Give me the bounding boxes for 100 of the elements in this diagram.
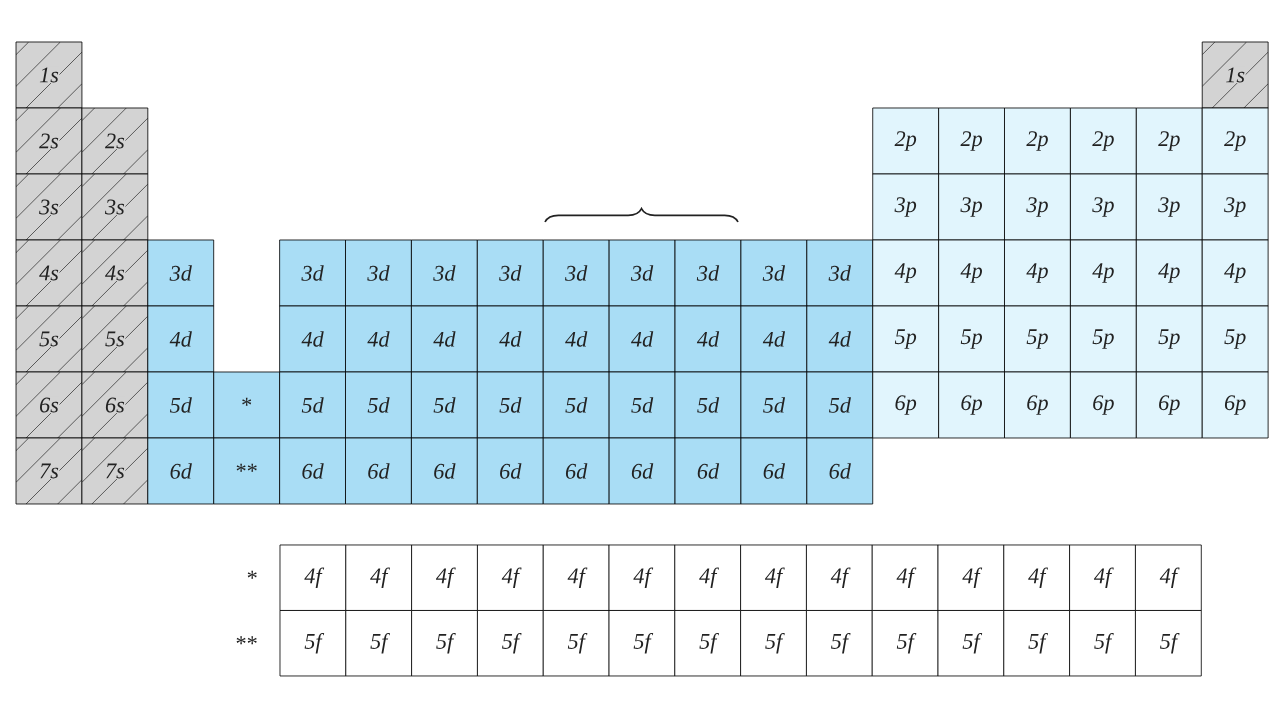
d-block-cell: 3d: [345, 239, 412, 307]
p-block-cell: 4p: [872, 239, 940, 307]
p-block-cell: 2p: [1070, 107, 1137, 175]
s-block-cell: 2s: [15, 107, 83, 175]
s-block-cell: 2s: [81, 107, 149, 175]
d-block-cell: 3d: [674, 239, 742, 307]
f-block-cell: 4f: [1069, 544, 1136, 611]
p-block-cell: 6p: [1004, 371, 1071, 439]
f-block-cell: 4f: [740, 544, 807, 611]
p-block-cell: 5p: [1070, 305, 1137, 373]
p-block-cell: 3p: [872, 173, 940, 241]
d-block-cell: 6d: [740, 437, 808, 505]
d-block-cell: 4d: [740, 305, 808, 373]
p-block-cell: 2p: [1135, 107, 1203, 175]
s-block-cell: 5s: [81, 305, 149, 373]
d-block-cell: 4d: [279, 305, 346, 373]
d-block-cell: 4d: [674, 305, 742, 373]
d-block-cell: 5d: [542, 371, 610, 439]
d-block-cell: 5d: [147, 371, 215, 439]
p-block-cell: 5p: [1135, 305, 1203, 373]
s-block-cell: 7s: [15, 437, 83, 505]
f-block-cell: 5f: [871, 610, 939, 677]
node-label: 5s: [105, 331, 125, 347]
f-block-cell: 4f: [411, 544, 478, 611]
f-block-cell: 4f: [542, 544, 610, 611]
f-block-cell: 5f: [1003, 610, 1071, 677]
p-block-cell: 3p: [1004, 173, 1071, 241]
d-block-cell: 4d: [147, 305, 215, 373]
p-block-cell: 6p: [938, 371, 1005, 439]
s-block-cell: 1s: [15, 41, 83, 109]
d-block-cell: 5d: [279, 371, 346, 439]
p-block-cell: 5p: [1201, 305, 1269, 373]
d-block-cell: 6d: [147, 437, 215, 505]
d-block-cell: 3d: [542, 239, 610, 307]
p-block-cell: 6p: [1135, 371, 1203, 439]
p-block-cell: 6p: [1201, 371, 1269, 439]
f-block-cell: 5f: [806, 610, 873, 677]
p-block-cell: 4p: [1004, 239, 1071, 307]
f-block-cell: 4f: [871, 544, 939, 611]
d-block-cell: 5d: [411, 371, 478, 439]
f-block-cell: 5f: [1135, 610, 1202, 677]
p-block-cell: 3p: [938, 173, 1005, 241]
p-block-cell: 3p: [1201, 173, 1269, 241]
d-block-cell: **: [213, 437, 281, 505]
f-block-cell: 5f: [674, 610, 742, 677]
s-block-cell: 3s: [81, 173, 149, 241]
f-block-cell: 5f: [476, 610, 544, 677]
d-block-cell: 3d: [806, 239, 874, 307]
d-block-cell: 6d: [806, 437, 874, 505]
d-block-cell: 6d: [476, 437, 544, 505]
node-label: 2s: [105, 133, 125, 149]
d-block-cell: 5d: [674, 371, 742, 439]
s-block-cell: 5s: [15, 305, 83, 373]
d-block-cell: 6d: [542, 437, 610, 505]
d-block-cell: 4d: [476, 305, 544, 373]
s-block-cell: 7s: [81, 437, 149, 505]
node-label: 1s: [39, 67, 59, 83]
p-block-cell: 2p: [1201, 107, 1269, 175]
p-block-cell: 5p: [872, 305, 940, 373]
p-block-cell: 3p: [1070, 173, 1137, 241]
d-block-cell: 4d: [411, 305, 478, 373]
d-block-cell: 5d: [806, 371, 874, 439]
f-block-cell: 5f: [542, 610, 610, 677]
node-label: 5s: [39, 331, 59, 347]
f-block-cell: 4f: [937, 544, 1005, 611]
f-block-cell: 5f: [608, 610, 676, 677]
row-marker: **: [236, 636, 257, 645]
f-block-cell: 4f: [1003, 544, 1071, 611]
node-label: 6s: [105, 397, 125, 413]
p-block-cell: 4p: [938, 239, 1005, 307]
p-block-cell: 2p: [1004, 107, 1071, 175]
s-block-cell: 3s: [15, 173, 83, 241]
f-block-cell: 4f: [279, 544, 347, 611]
f-block-cell: 5f: [937, 610, 1005, 677]
s-block-cell: 6s: [15, 371, 83, 439]
d-block-cell: 3d: [279, 239, 346, 307]
node-label: 3s: [39, 199, 59, 215]
p-block-cell: 2p: [938, 107, 1005, 175]
f-block-cell: 4f: [345, 544, 413, 611]
node-label: 7s: [40, 463, 59, 479]
p-block-cell: 4p: [1135, 239, 1203, 307]
d-block-cell: 6d: [674, 437, 742, 505]
d-block-cell: 5d: [476, 371, 544, 439]
row-marker: *: [247, 570, 257, 579]
d-block-cell: 3d: [740, 239, 808, 307]
node-label: 4s: [105, 265, 125, 281]
p-block-cell: 5p: [1004, 305, 1071, 373]
p-block-cell: 3p: [1135, 173, 1203, 241]
d-block-cell: 4d: [608, 305, 676, 373]
f-block-cell: 4f: [608, 544, 676, 611]
f-block-cell: 5f: [345, 610, 413, 677]
s-block-cell: 6s: [81, 371, 149, 439]
node-label: 2s: [39, 133, 59, 149]
f-block-cell: 5f: [411, 610, 478, 677]
node-label: 4s: [39, 265, 59, 281]
p-block-cell: 5p: [938, 305, 1005, 373]
s-block-cell: 4s: [81, 239, 149, 307]
d-block-cell: 3d: [411, 239, 478, 307]
d-block-cell: *: [213, 371, 281, 439]
d-block-cell: 3d: [147, 239, 215, 307]
